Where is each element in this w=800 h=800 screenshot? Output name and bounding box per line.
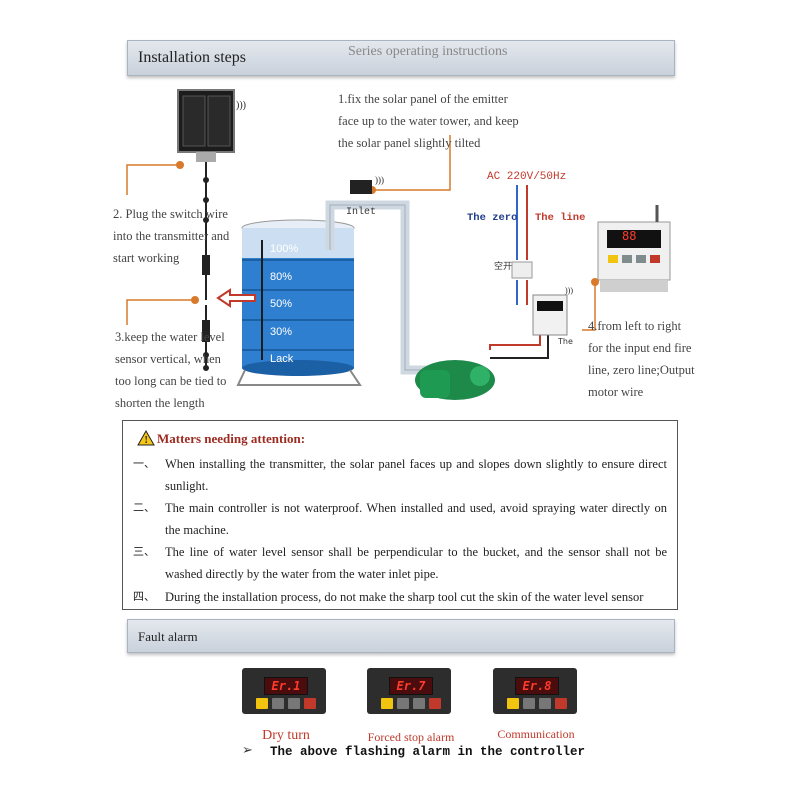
step-text-line: start working [113, 251, 180, 265]
step-text-line: 4.from left to right [588, 319, 682, 333]
flashing-alarm-note: The above flashing alarm in the controll… [270, 745, 586, 759]
step-3-text: 3.keep the water level sensor vertical, w… [115, 326, 226, 414]
step-text-line: for the input end fire [588, 341, 692, 355]
installation-steps-banner: Installation steps Series operating inst… [127, 40, 675, 76]
step-text-line: face up to the water tower, and keep [338, 114, 519, 128]
breaker-icon [511, 261, 533, 279]
step-text-line: shorten the length [115, 396, 205, 410]
breaker-label: 空开 [494, 262, 513, 272]
main-controller-icon [597, 205, 671, 292]
step-text-line: into the transmitter and [113, 229, 230, 243]
step-4-text: 4.from left to right for the input end fi… [588, 315, 695, 403]
fault-alarm-banner: Fault alarm [127, 619, 675, 653]
alarm-panel-er8: Er.8 [493, 668, 577, 714]
alarm-panel-er1: Er.1 [242, 668, 326, 714]
water-level-label: 100% [270, 243, 299, 255]
small-controller-icon: ))) [532, 286, 573, 336]
water-level-labels: 100% 80% 50% 30% Lack [270, 236, 298, 374]
water-level-label: Lack [270, 353, 294, 365]
page-title: Installation steps [138, 49, 246, 66]
step-text-line: motor wire [588, 385, 644, 399]
step-2-text: 2. Plug the switch wire into the transmit… [113, 203, 229, 269]
step-text-line: too long can be tied to [115, 374, 227, 388]
alarm-label-forced-stop: Forced stop alarm [367, 730, 455, 744]
inlet-label: Inlet [346, 207, 377, 218]
warning-icon: ! [137, 430, 155, 446]
svg-text:))): ))) [236, 100, 246, 111]
ac-voltage-label: AC 220V/50Hz [487, 171, 567, 183]
fire-line-label: The line [535, 212, 586, 224]
sensor-cable-icon [202, 162, 210, 371]
step-text-line: 1.fix the solar panel of the emitter [338, 92, 508, 106]
notice-item: 一、When installing the transmitter, the s… [133, 457, 667, 493]
fault-alarm-title: Fault alarm [138, 629, 198, 644]
svg-text:))): ))) [375, 175, 384, 185]
step-text-line: line, zero line;Output [588, 363, 695, 377]
controller-display: 88 [622, 229, 637, 243]
footer-bullet-icon: ➢ [242, 743, 253, 758]
alarm-label-communication: Communication [497, 727, 575, 741]
controller-small-label: The [558, 337, 573, 346]
installation-diagram: ))) ))) [126, 89, 671, 400]
alarm-panel-er7: Er.7 [367, 668, 451, 714]
zero-line-label: The zero [467, 212, 518, 224]
water-level-label: 50% [270, 298, 293, 310]
step-text-line: sensor vertical, when [115, 352, 221, 366]
arrow-icon [216, 288, 256, 308]
water-tank-icon [236, 219, 362, 386]
svg-text:))): ))) [565, 286, 573, 295]
alarm-label-dry-turn: Dry turn [262, 728, 310, 743]
attention-heading: Matters needing attention: [157, 431, 306, 446]
water-level-label: 30% [270, 325, 293, 338]
attention-box: ! Matters needing attention: 一、When inst… [122, 420, 678, 610]
step-text-line: 3.keep the water level [115, 330, 225, 344]
step-1-text: 1.fix the solar panel of the emitter face… [338, 88, 519, 154]
notice-item: 四、During the installation process, do no… [133, 590, 644, 604]
water-level-label: 80% [270, 270, 293, 283]
step-text-line: the solar panel slightly tilted [338, 136, 481, 150]
water-pump-icon [415, 360, 495, 400]
step-text-line: 2. Plug the switch wire [113, 207, 228, 221]
notice-item: 二、The main controller is not waterproof.… [133, 501, 667, 537]
series-instructions-caption: Series operating instructions [348, 44, 508, 59]
svg-text:!: ! [145, 435, 148, 446]
solar-transmitter-icon: ))) [177, 89, 246, 162]
notice-item: 三、The line of water level sensor shall b… [133, 545, 667, 581]
